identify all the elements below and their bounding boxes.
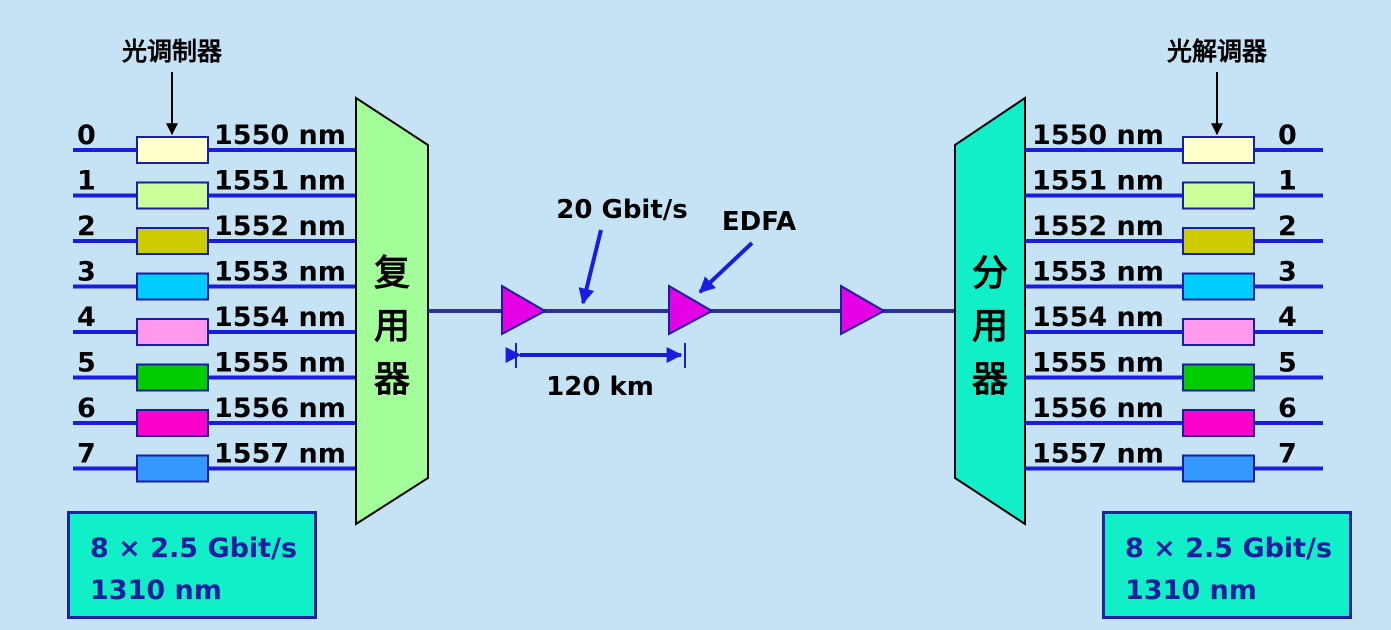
output-channel-index: 4 <box>1278 302 1297 333</box>
input-channel-index: 1 <box>77 166 96 197</box>
edfa-arrow <box>698 241 754 294</box>
output-channel-index: 7 <box>1278 439 1297 470</box>
modulator-box <box>136 363 209 392</box>
modulator-box <box>136 409 209 437</box>
mux-label-char-2: 用 <box>374 306 410 347</box>
input-channel-index: 3 <box>77 257 96 288</box>
input-channel-wavelength: 1555 nm <box>214 348 346 379</box>
output-channel-wavelength: 1553 nm <box>1032 257 1164 288</box>
input-channels: 0 1550 nm 1 1551 nm 2 1552 nm 3 1553 nm 4 1554 nm… <box>73 120 356 483</box>
modulator-box <box>136 318 209 346</box>
modulator-box <box>136 227 209 255</box>
output-channel-index: 0 <box>1278 120 1297 151</box>
demodulator-box <box>1182 454 1255 483</box>
output-channels: 1550 nm 0 1551 nm 1 1552 nm 2 1553 nm 3 1554 nm 4… <box>1025 120 1323 483</box>
demodulator-box <box>1182 409 1255 437</box>
input-channel-index: 4 <box>77 302 96 333</box>
output-channel-wavelength: 1556 nm <box>1032 393 1164 424</box>
output-channel-wavelength: 1557 nm <box>1032 439 1164 470</box>
demodulator-box <box>1182 318 1255 346</box>
demodulator-box <box>1182 181 1255 210</box>
right-info-rate: 8 × 2.5 Gbit/s <box>1125 533 1333 564</box>
input-channel-index: 0 <box>77 120 96 151</box>
output-channel-wavelength: 1550 nm <box>1032 120 1164 151</box>
demodulator-box <box>1182 363 1255 392</box>
output-channel-index: 2 <box>1278 211 1297 242</box>
demux-label-char-2: 用 <box>972 306 1008 347</box>
output-channel-wavelength: 1554 nm <box>1032 302 1164 333</box>
input-channel-wavelength: 1551 nm <box>214 166 346 197</box>
modulator-label: 光调制器 <box>121 37 223 66</box>
input-channel-index: 2 <box>77 211 96 242</box>
output-channel-wavelength: 1555 nm <box>1032 348 1164 379</box>
demodulator-box <box>1182 136 1255 164</box>
amplifier-2 <box>668 284 715 336</box>
multiplexer <box>355 96 429 526</box>
amplifier-3 <box>840 284 887 336</box>
input-channel-wavelength: 1550 nm <box>214 120 346 151</box>
demux-label-char-3: 器 <box>972 359 1009 400</box>
input-channel-wavelength: 1557 nm <box>214 439 346 470</box>
modulator-box <box>136 454 209 483</box>
demodulator-box <box>1182 272 1255 301</box>
span-length-label: 120 km <box>546 372 654 402</box>
amplifier-1 <box>501 284 548 336</box>
demux-label-char-1: 分 <box>972 253 1008 294</box>
input-channel-wavelength: 1552 nm <box>214 211 346 242</box>
left-info-box: 8 × 2.5 Gbit/s 1310 nm <box>67 511 317 619</box>
left-info-wavelength: 1310 nm <box>90 575 222 606</box>
output-channel-wavelength: 1552 nm <box>1032 211 1164 242</box>
modulator-box <box>136 181 209 210</box>
mux-label-char-3: 器 <box>374 359 411 400</box>
edfa-label: EDFA <box>722 207 796 237</box>
input-channel-wavelength: 1556 nm <box>214 393 346 424</box>
right-info-wavelength: 1310 nm <box>1125 575 1257 606</box>
modulator-box <box>136 272 209 301</box>
input-channel-index: 5 <box>77 348 96 379</box>
demultiplexer <box>954 96 1026 526</box>
input-channel-wavelength: 1554 nm <box>214 302 346 333</box>
output-channel-index: 1 <box>1278 166 1297 197</box>
output-channel-index: 3 <box>1278 257 1297 288</box>
input-channel-wavelength: 1553 nm <box>214 257 346 288</box>
output-channel-index: 5 <box>1278 348 1297 379</box>
demodulator-box <box>1182 227 1255 255</box>
input-channel-index: 7 <box>77 439 96 470</box>
link-rate-label: 20 Gbit/s <box>556 195 688 225</box>
demodulator-label: 光解调器 <box>1166 37 1268 66</box>
left-info-rate: 8 × 2.5 Gbit/s <box>90 533 298 564</box>
output-channel-wavelength: 1551 nm <box>1032 166 1164 197</box>
output-channel-index: 6 <box>1278 393 1297 424</box>
right-info-box: 8 × 2.5 Gbit/s 1310 nm <box>1102 511 1352 619</box>
modulator-box <box>136 136 209 164</box>
input-channel-index: 6 <box>77 393 96 424</box>
mux-label-char-1: 复 <box>374 253 410 294</box>
link-rate-arrow <box>578 229 603 305</box>
